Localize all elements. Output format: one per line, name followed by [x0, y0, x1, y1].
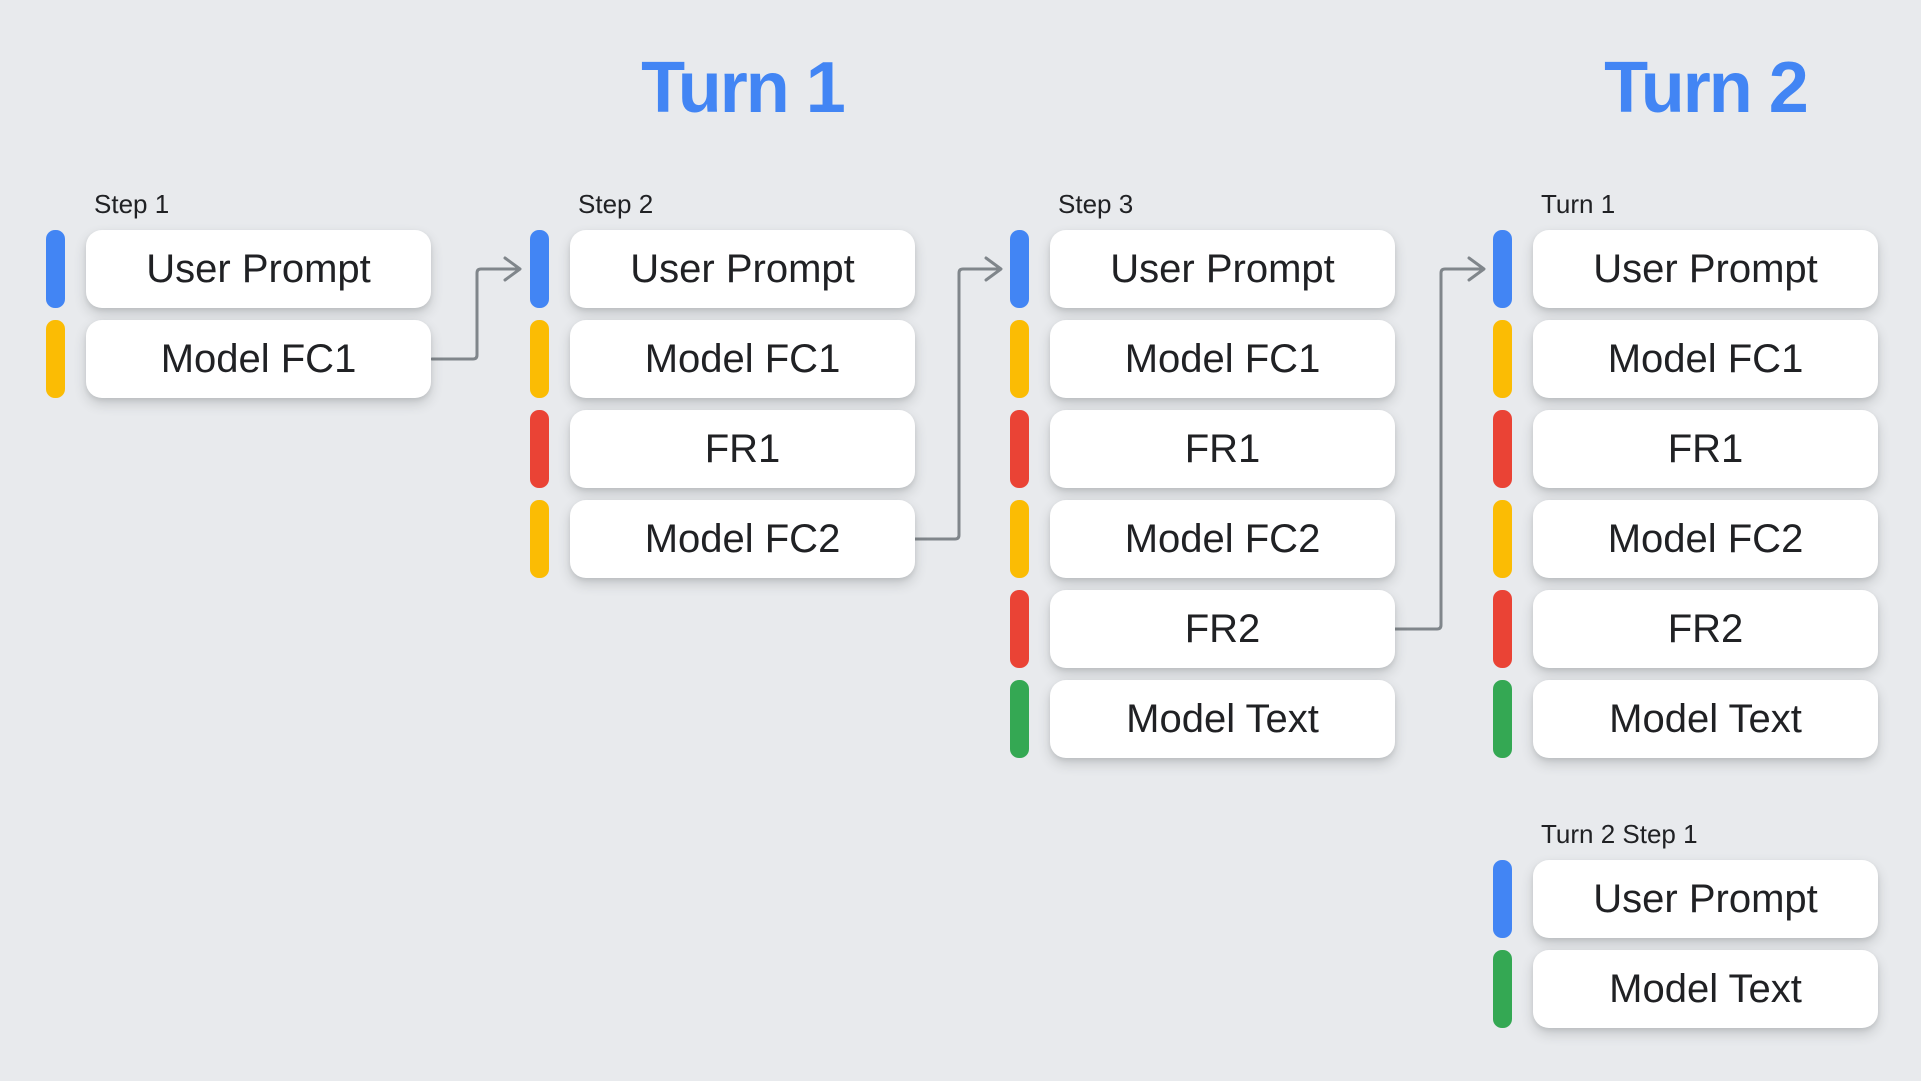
function-response-color-bar	[1493, 590, 1512, 668]
user-prompt-color-bar	[1010, 230, 1029, 308]
diagram-row: FR2	[1010, 590, 1396, 668]
diagram-row: FR1	[1010, 410, 1396, 488]
function-response-color-bar	[1493, 410, 1512, 488]
arrowhead-icon	[1467, 256, 1486, 282]
column-rows: User Prompt Model FC1	[46, 230, 432, 398]
arrow-step1-modelfc1-to-step2	[430, 256, 522, 361]
node-user-prompt: User Prompt	[1050, 230, 1395, 308]
diagram-row: FR2	[1493, 590, 1879, 668]
node-model-fc2: Model FC2	[1050, 500, 1395, 578]
column-label: Turn 1	[1541, 189, 1616, 219]
node-fr1: FR1	[1050, 410, 1395, 488]
column-turn-1-history: Turn 1 User Prompt Model FC1 FR1 Model F…	[1493, 190, 1879, 758]
diagram-row: Model FC1	[1010, 320, 1396, 398]
column-rows: User Prompt Model FC1 FR1 Model FC2	[530, 230, 916, 578]
column-step-1: Step 1 User Prompt Model FC1	[46, 190, 432, 398]
column-label: Step 3	[1058, 189, 1134, 219]
node-model-fc1: Model FC1	[1050, 320, 1395, 398]
diagram-row: Model Text	[1493, 950, 1879, 1028]
model-fc-color-bar	[46, 320, 65, 398]
model-fc-color-bar	[1493, 320, 1512, 398]
node-fr1: FR1	[1533, 410, 1878, 488]
column-rows: User Prompt Model FC1 FR1 Model FC2 FR2 …	[1010, 230, 1396, 758]
user-prompt-color-bar	[1493, 860, 1512, 938]
diagram-row: Model FC2	[1010, 500, 1396, 578]
diagram-row: User Prompt	[1493, 860, 1879, 938]
turn-2-title: Turn 2	[1604, 48, 1809, 128]
diagram-row: FR1	[1493, 410, 1879, 488]
node-user-prompt: User Prompt	[86, 230, 431, 308]
arrowhead-icon	[503, 256, 522, 282]
node-model-fc2: Model FC2	[570, 500, 915, 578]
diagram-row: User Prompt	[1493, 230, 1879, 308]
diagram-row: Model FC2	[1493, 500, 1879, 578]
node-user-prompt: User Prompt	[1533, 860, 1878, 938]
turn-1-title: Turn 1	[641, 48, 846, 128]
node-model-fc1: Model FC1	[570, 320, 915, 398]
column-step-2: Step 2 User Prompt Model FC1 FR1 Model F…	[530, 190, 916, 578]
node-model-fc1: Model FC1	[86, 320, 431, 398]
model-fc-color-bar	[1010, 500, 1029, 578]
user-prompt-color-bar	[46, 230, 65, 308]
diagram-row: Model FC1	[530, 320, 916, 398]
column-step-3: Step 3 User Prompt Model FC1 FR1 Model F…	[1010, 190, 1396, 758]
column-label: Step 1	[94, 189, 170, 219]
column-rows: User Prompt Model Text	[1493, 860, 1879, 1028]
column-label: Step 2	[578, 189, 654, 219]
function-response-color-bar	[1010, 410, 1029, 488]
model-text-color-bar	[1493, 950, 1512, 1028]
node-model-text: Model Text	[1533, 950, 1878, 1028]
function-response-color-bar	[1010, 590, 1029, 668]
diagram-row: FR1	[530, 410, 916, 488]
arrow-step2-modelfc2-to-step3	[913, 256, 1003, 541]
diagram-row: Model Text	[1493, 680, 1879, 758]
model-fc-color-bar	[530, 320, 549, 398]
node-fr2: FR2	[1533, 590, 1878, 668]
model-fc-color-bar	[1010, 320, 1029, 398]
arrowhead-icon	[984, 256, 1003, 282]
arrow-step3-fr2-to-turn1	[1393, 256, 1486, 631]
node-fr1: FR1	[570, 410, 915, 488]
diagram-row: User Prompt	[1010, 230, 1396, 308]
diagram-row: Model FC1	[1493, 320, 1879, 398]
node-fr2: FR2	[1050, 590, 1395, 668]
node-model-fc2: Model FC2	[1533, 500, 1878, 578]
node-user-prompt: User Prompt	[1533, 230, 1878, 308]
node-model-text: Model Text	[1533, 680, 1878, 758]
model-text-color-bar	[1493, 680, 1512, 758]
node-model-fc1: Model FC1	[1533, 320, 1878, 398]
function-response-color-bar	[530, 410, 549, 488]
model-fc-color-bar	[1493, 500, 1512, 578]
diagram-row: Model Text	[1010, 680, 1396, 758]
model-text-color-bar	[1010, 680, 1029, 758]
user-prompt-color-bar	[530, 230, 549, 308]
diagram-row: Model FC2	[530, 500, 916, 578]
diagram-row: User Prompt	[530, 230, 916, 308]
user-prompt-color-bar	[1493, 230, 1512, 308]
node-model-text: Model Text	[1050, 680, 1395, 758]
node-user-prompt: User Prompt	[570, 230, 915, 308]
column-rows: User Prompt Model FC1 FR1 Model FC2 FR2 …	[1493, 230, 1879, 758]
diagram-row: Model FC1	[46, 320, 432, 398]
column-turn-2-step-1: Turn 2 Step 1 User Prompt Model Text	[1493, 820, 1879, 1028]
model-fc-color-bar	[530, 500, 549, 578]
column-label: Turn 2 Step 1	[1541, 819, 1698, 849]
diagram-row: User Prompt	[46, 230, 432, 308]
